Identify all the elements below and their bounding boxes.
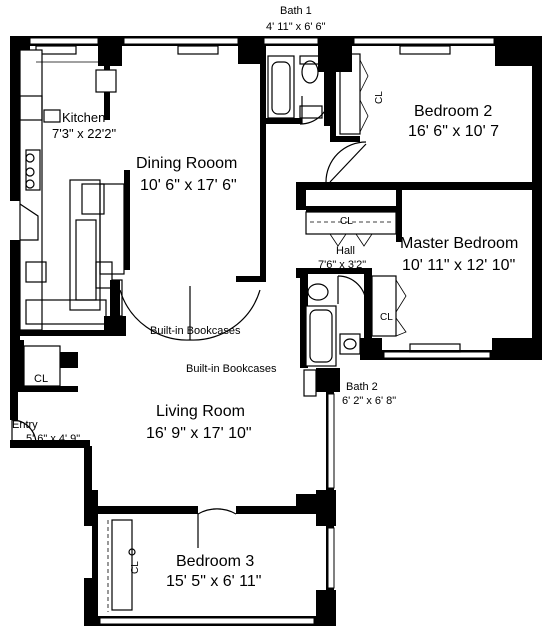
window-bath1 bbox=[263, 37, 319, 45]
window-kitchen bbox=[29, 37, 99, 45]
window-dining bbox=[123, 37, 239, 45]
bath2-name: Bath 2 bbox=[346, 381, 378, 393]
hall-dims: 7'6" x 3'2" bbox=[318, 259, 366, 271]
window-bedroom3-bottom bbox=[99, 617, 315, 625]
entry-name: Entry bbox=[12, 419, 38, 431]
windows bbox=[29, 37, 495, 625]
bath2-fixtures bbox=[305, 283, 361, 367]
labels: Bath 1 4' 11" x 6' 6" Kitchen 7'3" x 22'… bbox=[12, 5, 518, 590]
bath1-dims: 4' 11" x 6' 6" bbox=[266, 21, 326, 33]
dining-dims: 10' 6" x 17' 6" bbox=[140, 177, 237, 194]
living-bookcases-label: Built-in Bookcases bbox=[186, 363, 277, 375]
bedroom2-closet-label: CL bbox=[374, 91, 385, 104]
exterior-walls bbox=[10, 36, 542, 626]
bookcases bbox=[111, 279, 317, 397]
bedroom2-dims: 16' 6" x 10' 7 bbox=[408, 123, 499, 140]
bath1-name: Bath 1 bbox=[280, 5, 312, 17]
window-living bbox=[327, 393, 335, 489]
bedroom2-name: Bedroom 2 bbox=[414, 103, 492, 120]
bedroom3-dims: 15' 5" x 6' 11" bbox=[166, 573, 261, 590]
kitchen-dims: 7'3" x 22'2" bbox=[52, 126, 116, 141]
kitchen-fixtures bbox=[19, 49, 125, 331]
master-closet-label: CL bbox=[380, 312, 393, 323]
bath2-dims: 6' 2" x 6' 8" bbox=[342, 395, 396, 407]
dining-bookcases-label: Built-in Bookcases bbox=[150, 325, 241, 337]
hall-closet-label: CL bbox=[340, 216, 353, 227]
entry-dims: 5' 6" x 4' 9" bbox=[26, 433, 80, 445]
master-dims: 10' 11" x 12' 10" bbox=[402, 257, 515, 274]
doors bbox=[11, 95, 367, 548]
living-dims: 16' 9" x 17' 10" bbox=[146, 425, 252, 442]
bath1-fixtures bbox=[267, 55, 323, 119]
window-master bbox=[383, 351, 491, 359]
closets bbox=[23, 53, 407, 612]
bedroom3-closet-label: CL bbox=[130, 561, 141, 574]
bedroom3-name: Bedroom 3 bbox=[176, 553, 254, 570]
kitchen-name: Kitchen bbox=[62, 110, 105, 125]
dining-name: Dining Rooom bbox=[136, 155, 237, 172]
master-name: Master Bedroom bbox=[400, 235, 518, 252]
living-name: Living Room bbox=[156, 403, 245, 420]
window-bedroom3 bbox=[327, 527, 335, 589]
hall-name: Hall bbox=[336, 245, 355, 257]
entry-closet-label: CL bbox=[34, 373, 48, 385]
window-bedroom2 bbox=[353, 37, 495, 45]
